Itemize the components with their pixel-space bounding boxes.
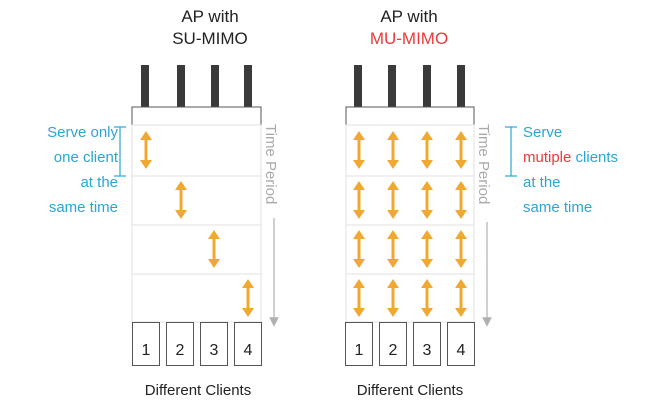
client-box: 1 (345, 322, 373, 366)
double-arrow-icon (353, 279, 365, 317)
client-number: 2 (175, 342, 185, 359)
left-footer: Different Clients (144, 382, 252, 399)
left-side-line: Serve only (47, 124, 118, 141)
client-number: 3 (209, 342, 219, 359)
antenna (211, 65, 219, 109)
double-arrow-icon (353, 131, 365, 169)
right-side-line: mutiple clients (523, 145, 648, 170)
double-arrow-icon (455, 131, 467, 169)
left-time-arrow: Time Period (262, 124, 279, 327)
client-box: 2 (166, 322, 194, 366)
client-number: 2 (388, 342, 398, 359)
time-grid (131, 124, 262, 323)
ap-body (345, 106, 475, 126)
left-ap (131, 65, 262, 323)
right-side-line: same time (523, 199, 593, 216)
right-side-red-word: mutiple (523, 149, 572, 166)
client-box: 3 (200, 322, 228, 366)
left-title-line1: AP with (181, 7, 239, 26)
double-arrow-icon (421, 279, 433, 317)
time-period-label: Time Period (262, 124, 279, 204)
client-box: 3 (413, 322, 441, 366)
double-arrow-icon (175, 181, 187, 219)
client-number: 1 (354, 342, 364, 359)
double-arrow-icon (387, 181, 399, 219)
antenna (457, 65, 465, 109)
client-box: 4 (447, 322, 475, 366)
double-arrow-icon (421, 131, 433, 169)
antenna (423, 65, 431, 109)
right-title-line1: AP with (380, 7, 438, 26)
antenna (141, 65, 149, 109)
ap-body (131, 106, 262, 126)
double-arrow-icon (387, 279, 399, 317)
double-arrow-icon (208, 230, 220, 268)
client-box: 2 (379, 322, 407, 366)
client-number: 1 (141, 342, 151, 359)
right-ap (345, 65, 475, 323)
double-arrow-icon (455, 230, 467, 268)
double-arrow-icon (353, 230, 365, 268)
double-arrow-icon (387, 131, 399, 169)
client-number: 3 (422, 342, 432, 359)
right-side-word: clients (571, 149, 619, 166)
antenna (354, 65, 362, 109)
left-side-line: at the (80, 174, 118, 191)
left-title: AP with SU-MIMO (110, 6, 310, 50)
client-number: 4 (456, 342, 466, 359)
double-arrow-icon (421, 230, 433, 268)
right-side-text: Serve mutiple clients at the same time (523, 120, 648, 220)
time-grid (345, 124, 475, 323)
antenna (244, 65, 252, 109)
client-number: 4 (243, 342, 253, 359)
right-bracket (505, 126, 517, 177)
antenna (177, 65, 185, 109)
right-time-arrow: Time Period (475, 124, 492, 327)
right-title: AP with MU-MIMO (309, 6, 509, 50)
double-arrow-icon (242, 279, 254, 317)
double-arrow-icon (387, 230, 399, 268)
right-footer: Different Clients (356, 382, 464, 399)
left-side-line: one client (53, 149, 118, 166)
right-side-line: at the (523, 174, 561, 191)
client-box: 1 (132, 322, 160, 366)
left-bracket (114, 126, 126, 177)
double-arrow-icon (455, 279, 467, 317)
left-side-line: same time (48, 199, 118, 216)
right-side-line: Serve (523, 124, 563, 141)
signal-arrows (140, 131, 467, 317)
double-arrow-icon (353, 181, 365, 219)
antenna (388, 65, 396, 109)
client-box: 4 (234, 322, 262, 366)
left-side-text: Serve only one client at the same time (22, 120, 118, 220)
double-arrow-icon (455, 181, 467, 219)
double-arrow-icon (140, 131, 152, 169)
double-arrow-icon (421, 181, 433, 219)
left-title-line2: SU-MIMO (172, 29, 248, 48)
time-period-label: Time Period (475, 124, 492, 204)
right-title-line2: MU-MIMO (369, 29, 449, 48)
